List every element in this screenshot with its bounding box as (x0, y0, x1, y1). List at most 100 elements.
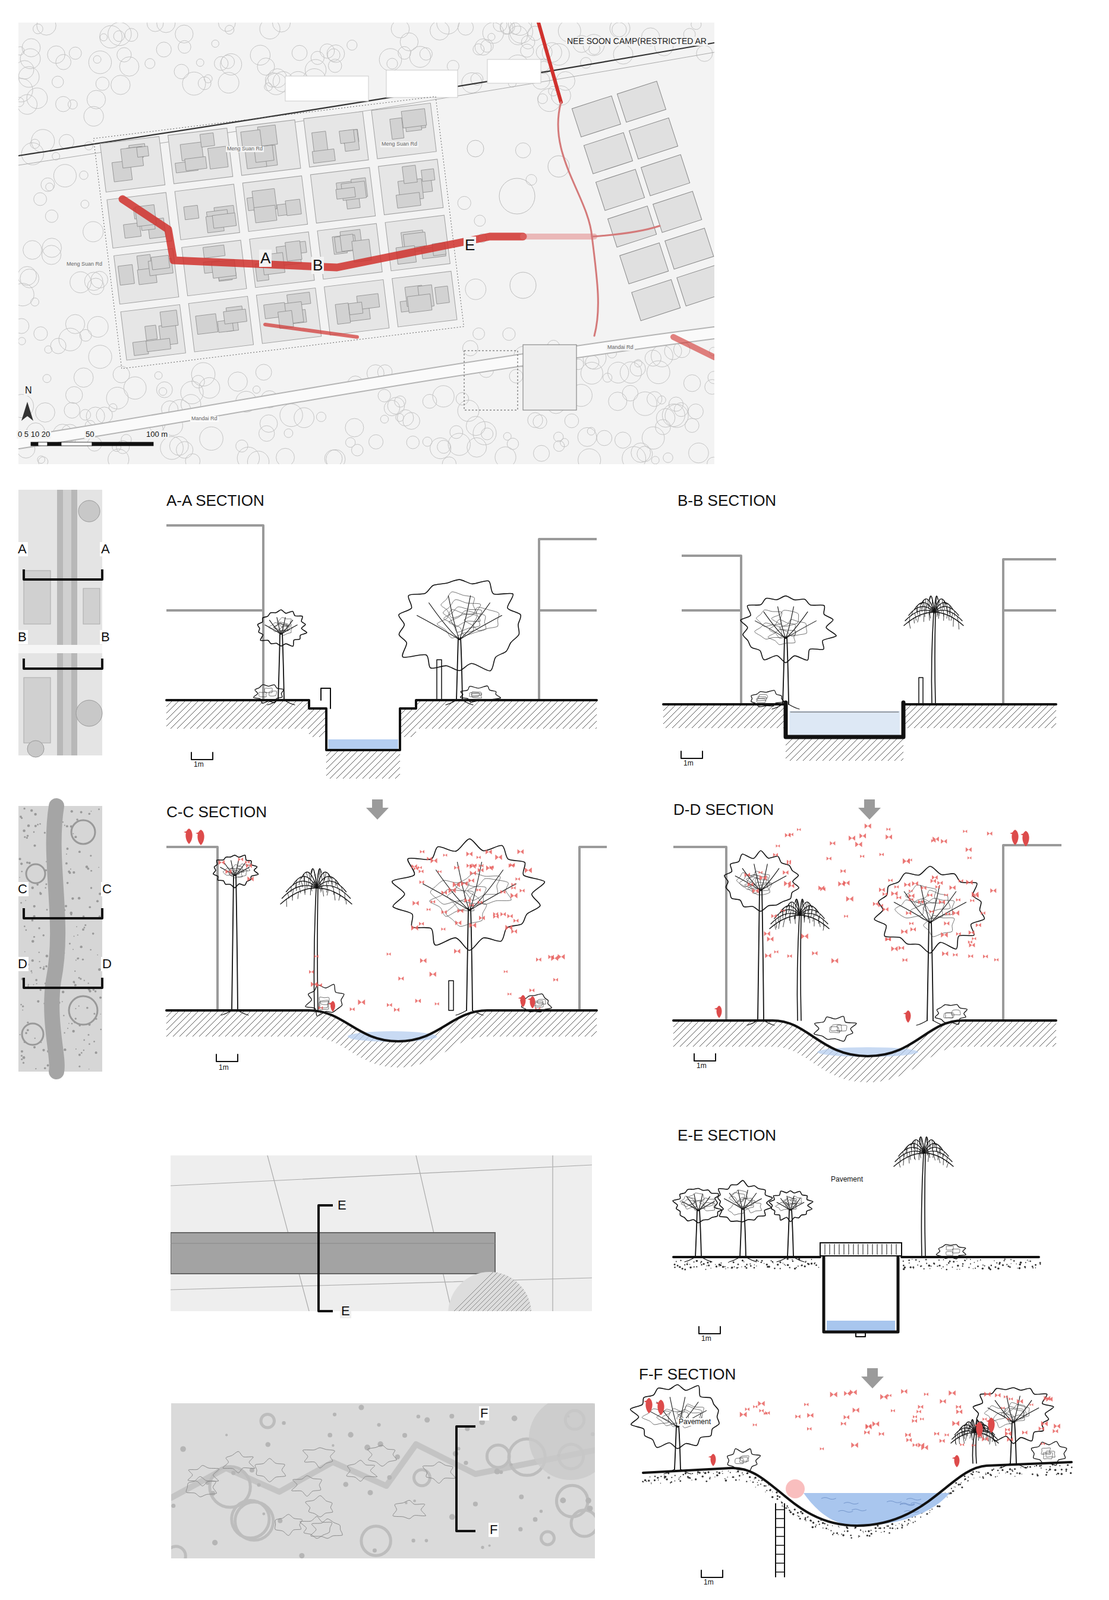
palm-tree (280, 868, 352, 1011)
tree (392, 838, 545, 1016)
soil-dot (999, 1261, 1001, 1264)
plan-dot (488, 1544, 491, 1548)
palm-leaflet (809, 917, 811, 923)
soil-dot (719, 1264, 722, 1266)
hatch-line (672, 704, 729, 761)
tree-branch (417, 615, 460, 640)
tree (724, 850, 799, 1026)
soil-dot (779, 1267, 781, 1269)
palm-leaflet (774, 924, 776, 930)
red-flower (515, 877, 520, 881)
hatch-line (465, 1271, 556, 1312)
tree-symbol (457, 22, 474, 36)
red-flower (505, 924, 513, 931)
red-flower (918, 899, 924, 904)
hatch-line (979, 704, 1036, 761)
hatch-line (513, 1271, 592, 1312)
key-plan-speckle (93, 1012, 96, 1015)
key-plan-speckle (86, 1006, 89, 1010)
hatch-line (446, 1271, 537, 1312)
hatch-line (539, 700, 618, 779)
canopy-texture (430, 880, 469, 904)
soil-dot (722, 1265, 724, 1268)
palm-leaflet (823, 924, 825, 931)
bird-beak (527, 997, 532, 1001)
hatch-line (580, 1010, 638, 1068)
tree-symbol (663, 452, 673, 463)
palm-leaflet (823, 919, 824, 927)
urban-block (120, 304, 186, 361)
red-flower (969, 899, 975, 903)
hatch-line (521, 1010, 579, 1068)
plan-foliage (392, 1500, 426, 1519)
key-plan-speckle (42, 1048, 45, 1052)
palm-leaflet (808, 905, 810, 912)
butterfly (840, 868, 846, 874)
soil-dot (1003, 1259, 1005, 1262)
hatch-line (140, 700, 219, 779)
hatch-line (225, 700, 304, 779)
tree-symbol (533, 414, 547, 429)
soil-dot (1002, 1264, 1004, 1266)
key-plan-speckle (19, 815, 22, 818)
palm-frond (301, 871, 317, 888)
canal-wall (785, 702, 904, 737)
red-flower (426, 856, 432, 861)
canopy-texture (922, 898, 954, 919)
hatch-line (253, 1010, 311, 1068)
soil-dot (805, 1260, 807, 1262)
hatch-line (499, 1271, 589, 1312)
hatch-line (984, 1020, 1047, 1083)
plan-dot (449, 1513, 456, 1520)
plan-ring (556, 1485, 588, 1517)
tree (714, 1180, 773, 1262)
shrub-texture (534, 1000, 543, 1006)
plan-dot (499, 1470, 503, 1474)
soil-dot (938, 1264, 941, 1267)
key-plan-speckle (26, 836, 28, 839)
key-plan-speckle (31, 886, 34, 889)
tree-symbol (609, 22, 630, 39)
key-plan-speckle (19, 876, 21, 878)
tree-symbol (33, 23, 44, 34)
butterfly (859, 854, 865, 859)
building-footprint (386, 70, 458, 98)
tree-symbol (50, 338, 66, 354)
tree-symbol (53, 164, 77, 188)
canopy-texture (769, 619, 796, 639)
canopy-texture (689, 1200, 705, 1211)
plan-foliage (305, 1495, 333, 1517)
ground-line (673, 1020, 1057, 1057)
butterfly (971, 937, 976, 941)
building-footprint (421, 168, 436, 182)
hatch-line (1036, 1020, 1099, 1083)
hatch-line (460, 700, 540, 779)
tree-symbol (399, 32, 418, 51)
tree-symbol (641, 426, 665, 450)
tree-symbol (87, 316, 109, 337)
soil-dot (943, 1258, 945, 1260)
soil-dot (1024, 1265, 1026, 1268)
tree-symbol (651, 456, 660, 465)
hatch-line (456, 1271, 546, 1312)
section-d-d (611, 799, 1109, 1083)
key-plan-speckle (20, 1058, 23, 1061)
key-plan-speckle (45, 883, 47, 885)
key-plan-building (83, 588, 100, 625)
key-plan-speckle (43, 966, 45, 968)
soil-dot (728, 1261, 730, 1263)
building-footprint (212, 212, 237, 229)
soil-dot (767, 1265, 770, 1268)
building-footprint (339, 129, 356, 144)
tree-symbol (391, 22, 410, 39)
key-plan-speckle (80, 1051, 83, 1054)
tree-symbol (430, 22, 450, 40)
tree-symbol (108, 22, 132, 46)
hatch-line (606, 704, 664, 761)
key-plan-speckle (87, 982, 90, 984)
soil-dot (966, 1258, 968, 1260)
key-plan-speckle (78, 977, 81, 979)
hatch-line (761, 1020, 824, 1083)
tree-symbol (211, 39, 219, 47)
building-outline (681, 555, 742, 705)
